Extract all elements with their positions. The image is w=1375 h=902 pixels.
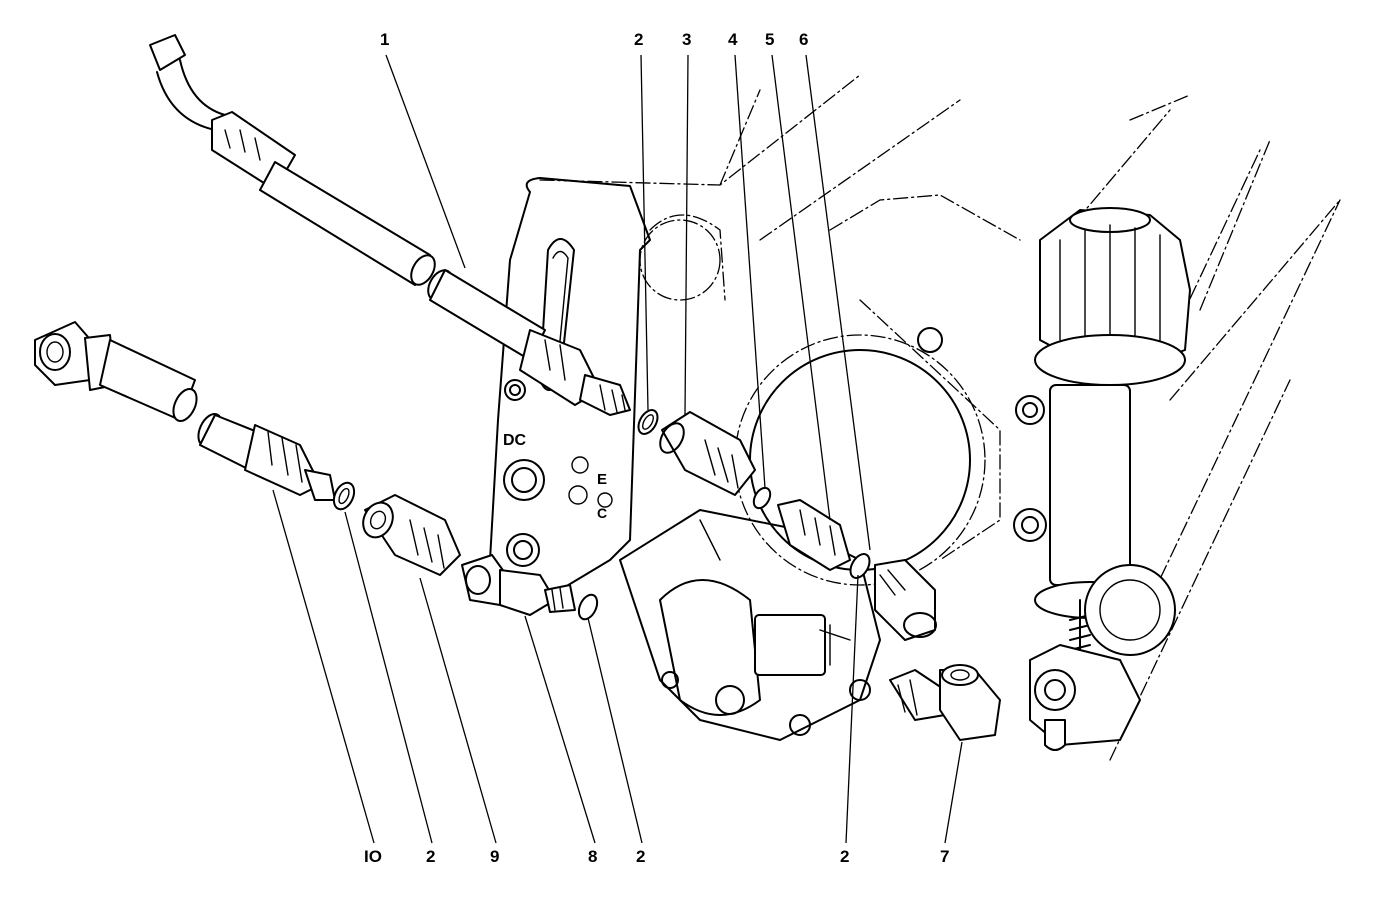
callout-9: 9 — [490, 847, 499, 866]
callout-8: 8 — [588, 847, 597, 866]
knob-rod-assembly — [1029, 207, 1191, 751]
pump-block — [619, 509, 881, 741]
upper-hose-assembly — [149, 34, 631, 416]
lower-hose-assembly — [34, 321, 336, 501]
callout-5: 5 — [765, 30, 774, 49]
leader-lines — [272, 54, 963, 844]
callout-1: 1 — [380, 30, 389, 49]
callout-6: 6 — [799, 30, 808, 49]
plate-engraving-c: C — [597, 505, 607, 521]
callout-2-bottom-left: 2 — [426, 847, 435, 866]
plate-engraving-e: E — [597, 471, 607, 488]
callout-2-bottom-mid: 2 — [636, 847, 645, 866]
callout-4: 4 — [728, 30, 738, 49]
upper-coupling — [637, 409, 756, 496]
callout-2-top: 2 — [634, 30, 643, 49]
callout-3: 3 — [682, 30, 691, 49]
pump-housing — [639, 214, 1047, 586]
callout-labels: 1 2 3 4 5 6 7 2 2 8 9 2 IO — [364, 30, 949, 866]
callout-10: IO — [364, 847, 382, 866]
lower-fittings — [332, 481, 599, 621]
machine-body-outline — [539, 74, 1341, 761]
center-fittings — [752, 486, 937, 641]
plate-engraving-dc: DC — [503, 432, 527, 449]
callout-2-bottom-right: 2 — [840, 847, 849, 866]
elbow-fitting — [889, 664, 1001, 741]
callout-7: 7 — [940, 847, 949, 866]
